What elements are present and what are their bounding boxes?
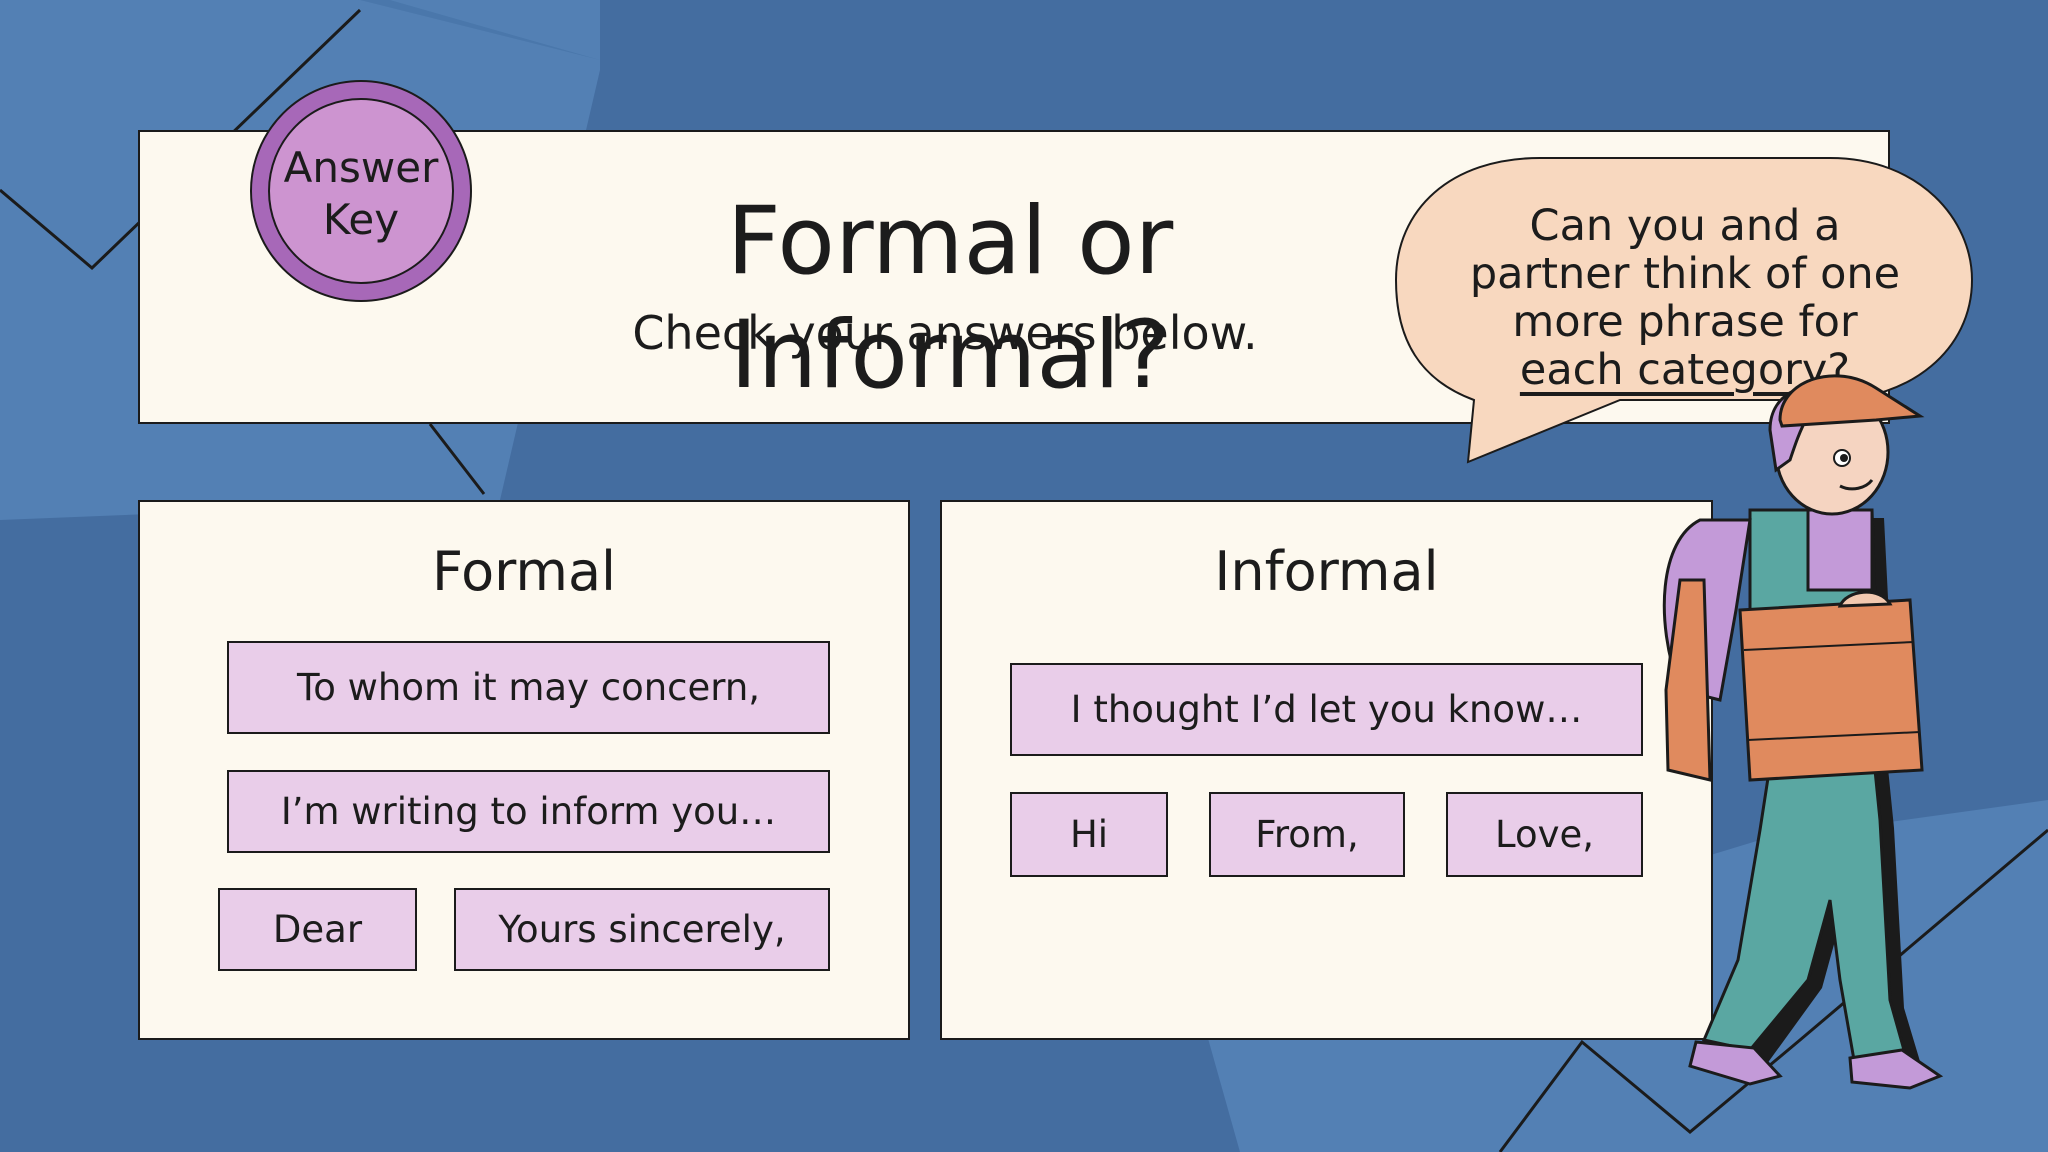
delivery-person-with-box-icon <box>1662 374 1944 1090</box>
formal-heading: Formal <box>431 540 617 603</box>
informal-panel <box>940 500 1713 1040</box>
informal-heading: Informal <box>1214 540 1439 603</box>
subtitle: Check your answers below. <box>632 306 1258 360</box>
phrase-chip: To whom it may concern, <box>227 641 830 734</box>
phrase-chip: Hi <box>1010 792 1168 877</box>
bubble-line: more phrase for <box>1512 297 1858 347</box>
speech-bubble-text: Can you and a partner think of one more … <box>1440 202 1930 394</box>
badge-inner-circle <box>268 98 454 284</box>
bubble-line: partner think of one <box>1469 249 1901 299</box>
page-title: Formal or Informal? <box>726 187 1174 410</box>
badge-label: Answer Key <box>283 143 439 244</box>
phrase-chip: I’m writing to inform you… <box>227 770 830 853</box>
phrase-chip: Yours sincerely, <box>454 888 830 971</box>
phrase-chip: Dear <box>218 888 417 971</box>
phrase-chip: From, <box>1209 792 1405 877</box>
phrase-chip: I thought I’d let you know… <box>1010 663 1643 756</box>
bubble-line: Can you and a <box>1529 201 1841 251</box>
phrase-chip: Love, <box>1446 792 1643 877</box>
bubble-line: each category? <box>1519 345 1851 395</box>
answer-key-badge <box>250 80 472 302</box>
